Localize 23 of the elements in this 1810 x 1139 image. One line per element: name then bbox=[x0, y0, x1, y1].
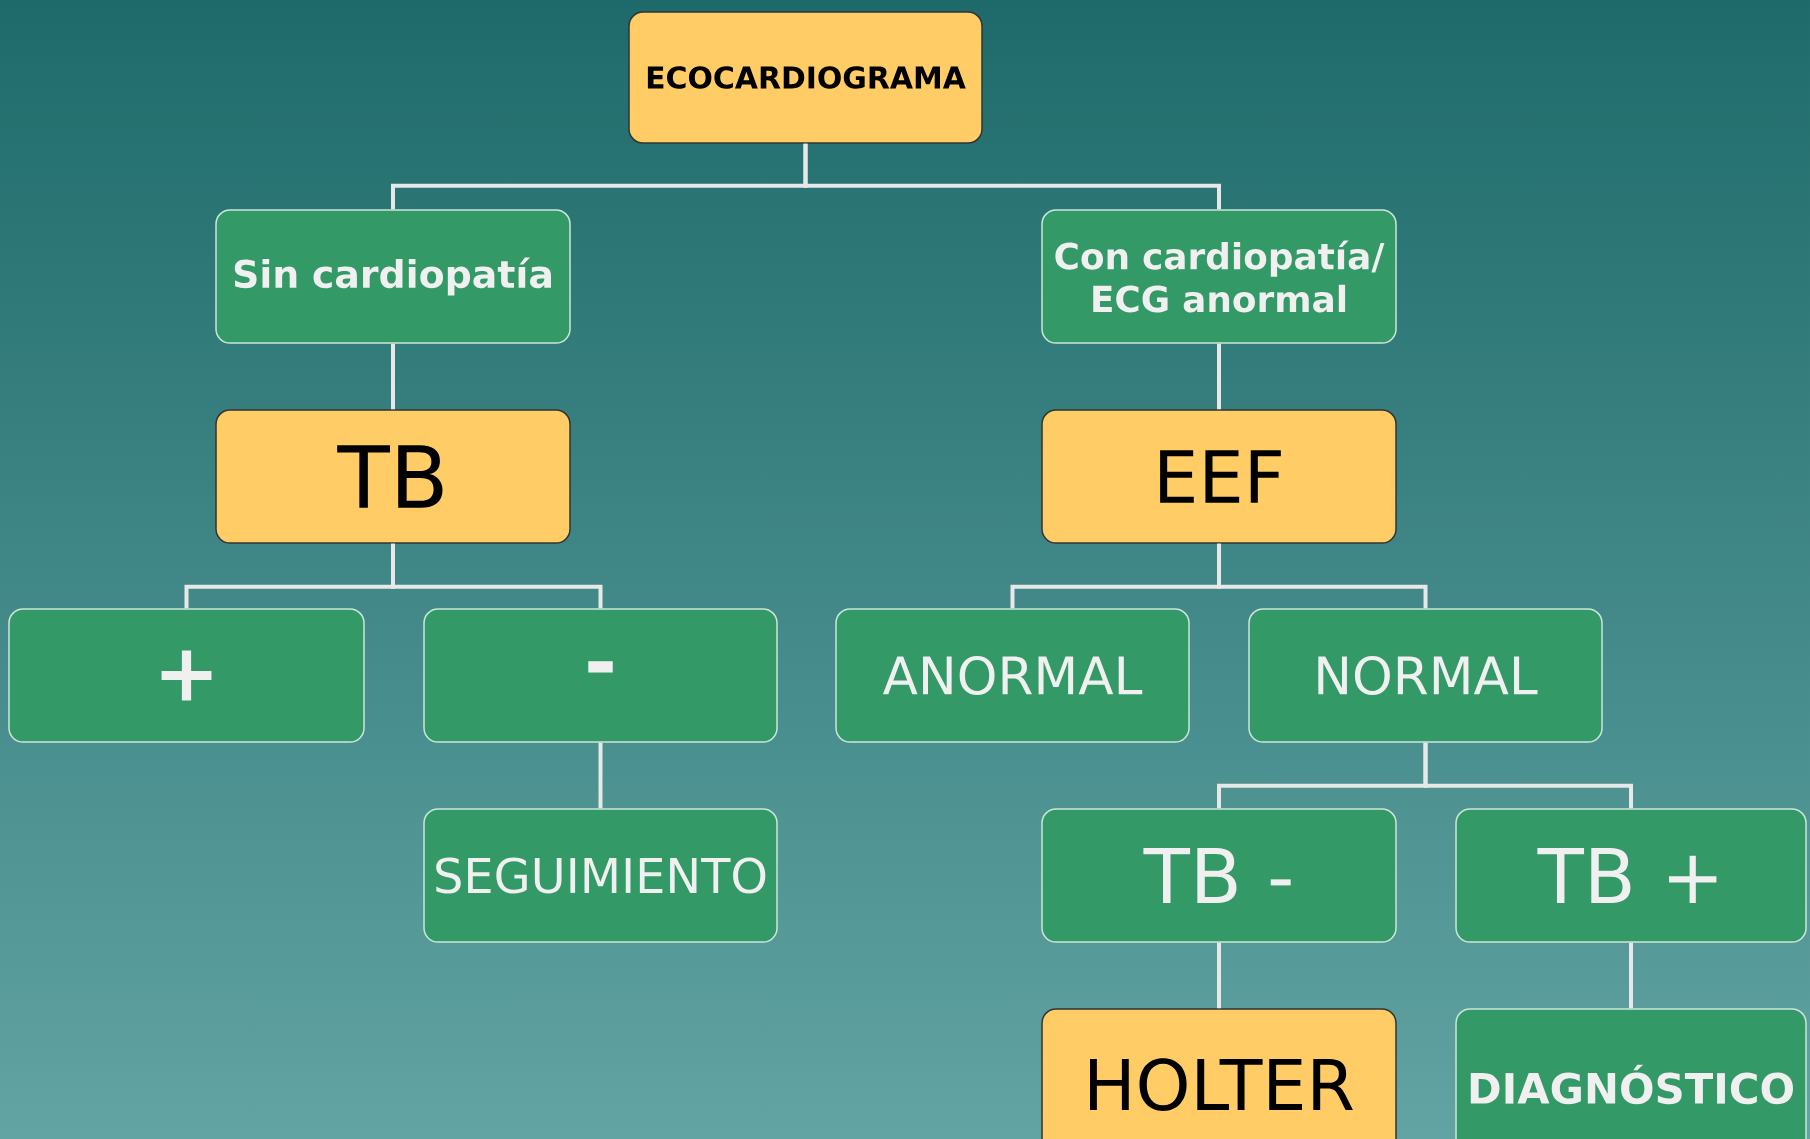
process-box: Sin cardiopatía bbox=[215, 209, 571, 344]
connector-line bbox=[1217, 543, 1428, 609]
process-box: NORMAL bbox=[1248, 608, 1603, 743]
process-box: ECOCARDIOGRAMA bbox=[628, 11, 983, 144]
process-box: TB - bbox=[1041, 808, 1397, 943]
process-box: Con cardiopatía/ ECG anormal bbox=[1041, 209, 1397, 344]
process-box: ANORMAL bbox=[835, 608, 1190, 743]
process-box: + bbox=[8, 608, 365, 743]
connector-line bbox=[391, 543, 603, 609]
connector-line bbox=[1629, 942, 1633, 1009]
connector-line bbox=[1217, 942, 1221, 1009]
process-box: TB bbox=[215, 409, 571, 544]
connector-line bbox=[391, 343, 395, 410]
process-box: - bbox=[423, 608, 778, 743]
connector-line bbox=[598, 742, 603, 809]
process-box: HOLTER bbox=[1041, 1008, 1397, 1139]
process-box: SEGUIMIENTO bbox=[423, 808, 778, 943]
process-box: EEF bbox=[1041, 409, 1397, 544]
connector-line bbox=[1423, 742, 1633, 809]
connector-line bbox=[803, 143, 1221, 210]
process-box: DIAGNÓSTICO bbox=[1455, 1008, 1807, 1139]
connector-line bbox=[1217, 343, 1221, 410]
process-box: TB + bbox=[1455, 808, 1807, 943]
